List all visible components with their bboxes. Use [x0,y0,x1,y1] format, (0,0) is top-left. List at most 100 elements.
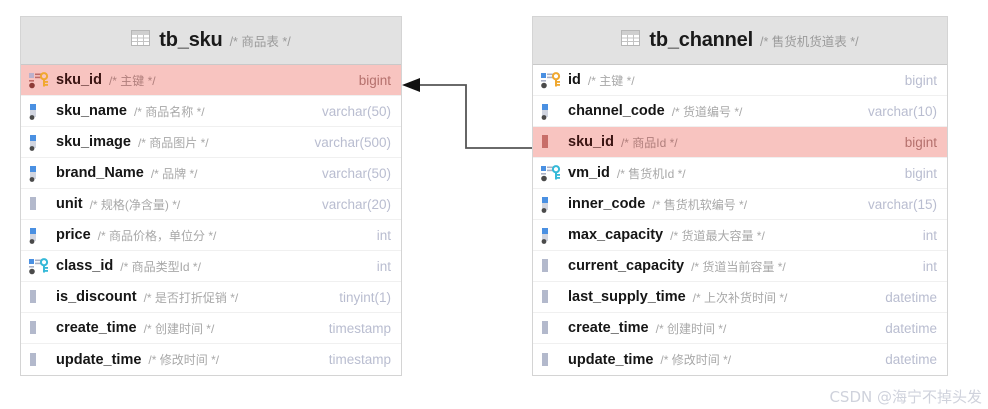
column-row-max_capacity[interactable]: max_capacity /* 货道最大容量 */ int [533,220,947,251]
primary-key-icon [28,71,50,89]
column-row-current_capacity[interactable]: current_capacity/* 货道当前容量 */int [533,251,947,282]
column-type: int [922,258,937,274]
column-row-sku_image[interactable]: sku_image/* 商品图片 */varchar(500) [21,127,401,158]
column-row-price[interactable]: price /* 商品价格，单位分 */ int [21,220,401,251]
column-row-class_id[interactable]: class_id /* 商品类型Id */ int [21,251,401,282]
column-comment: /* 修改时间 */ [660,353,732,367]
column-name: last_supply_time [568,289,686,305]
primary-key-icon [540,71,562,89]
column-list: id /* 主键 */ bigint channel_code /* 货道编号 */ va… [533,65,947,375]
column-comment: /* 售货机Id */ [616,166,686,181]
column-name: brand_Name [56,165,144,181]
column-name: is_discount [56,289,137,305]
column-type: varchar(50) [321,165,391,181]
column-name: sku_name [56,103,127,119]
index-key-icon [540,164,562,182]
column-comment: /* 创建时间 */ [655,321,727,336]
column-name: create_time [568,320,649,336]
column-row-update_time[interactable]: update_time /* 修改时间 */ timestamp [21,344,401,375]
column-row-update_time[interactable]: update_time/* 修改时间 */datetime [533,344,947,375]
column-type: varchar(15) [867,196,937,212]
column-name: update_time [56,351,142,368]
column-type: datetime [885,289,937,305]
column-icon [540,351,562,369]
column-comment: /* 商品价格，单位分 */ [97,228,217,243]
column-not-null-icon [28,102,50,120]
table-grid-icon [131,30,151,51]
table-title: tb_channel [649,29,753,51]
column-row-create_time[interactable]: create_time /* 创建时间 */ datetime [533,313,947,344]
column-type: int [376,227,391,243]
column-comment: /* 货道编号 */ [671,104,743,119]
column-name: current_capacity [568,258,685,274]
column-row-sku_id[interactable]: sku_id /* 主键 */ bigint [21,65,401,96]
column-comment: /* 商品Id */ [620,135,678,150]
column-comment: /* 规格(净含量) */ [89,197,181,212]
table-header: tb_sku /* 商品表 */ [21,17,401,65]
column-name: create_time [56,320,137,336]
column-comment: /* 主键 */ [587,73,635,88]
column-row-channel_code[interactable]: channel_code /* 货道编号 */ varchar(10) [533,96,947,127]
column-row-inner_code[interactable]: inner_code/* 售货机软编号 */varchar(15) [533,189,947,220]
column-comment: /* 商品名称 */ [133,104,205,119]
column-row-sku_id[interactable]: sku_id /* 商品Id */ bigint [533,127,947,158]
column-type: varchar(500) [314,134,391,150]
column-not-null-icon [540,226,562,244]
column-comment: /* 是否打折促销 */ [143,290,239,305]
column-name: max_capacity [568,227,664,243]
column-comment: /* 修改时间 */ [148,353,220,367]
column-type: tinyint(1) [339,289,391,305]
column-icon [540,133,562,151]
column-row-last_supply_time[interactable]: last_supply_time /* 上次补货时间 */ datetime [533,282,947,313]
column-name: sku_id [568,134,614,150]
column-row-id[interactable]: id/* 主键 */bigint [533,65,947,96]
column-name: class_id [56,258,114,274]
table-header: tb_channel /* 售货机货道表 */ [533,17,947,65]
column-comment: /* 商品类型Id */ [120,259,201,274]
column-comment: /* 上次补货时间 */ [692,290,788,305]
column-type: timestamp [328,352,391,367]
column-type: varchar(10) [867,103,937,119]
column-not-null-icon [28,133,50,151]
column-icon [540,257,562,275]
column-row-create_time[interactable]: create_time/* 创建时间 */timestamp [21,313,401,344]
column-type: bigint [358,72,391,88]
column-row-vm_id[interactable]: vm_id/* 售货机Id */bigint [533,158,947,189]
column-name: update_time [568,351,654,368]
column-name: id [568,72,581,88]
column-icon [28,195,50,213]
column-name: sku_id [56,72,102,88]
column-name: vm_id [568,165,610,181]
column-row-sku_name[interactable]: sku_name/* 商品名称 */varchar(50) [21,96,401,127]
table-title: tb_sku [159,29,223,51]
column-not-null-icon [28,164,50,182]
column-type: int [376,258,391,274]
column-not-null-icon [540,102,562,120]
column-type: int [922,227,937,243]
table-grid-icon [621,30,641,51]
column-comment: /* 商品图片 */ [137,135,209,150]
column-row-is_discount[interactable]: is_discount /* 是否打折促销 */ tinyint(1) [21,282,401,313]
column-type: bigint [904,134,937,150]
column-icon [28,288,50,306]
watermark: CSDN @海宁不掉头发 [829,388,982,406]
column-row-brand_Name[interactable]: brand_Name /* 品牌 */ varchar(50) [21,158,401,189]
column-comment: /* 货道最大容量 */ [670,228,765,243]
table-comment: /* 商品表 */ [229,35,291,49]
table-node-tb_channel[interactable]: tb_channel /* 售货机货道表 */ id /* 主键 */ bigint… [532,16,948,376]
column-row-unit[interactable]: unit/* 规格(净含量) */varchar(20) [21,189,401,220]
column-name: price [56,227,91,243]
column-name: inner_code [568,196,646,212]
column-icon [28,319,50,337]
column-comment: /* 品牌 */ [150,166,198,181]
column-icon [28,351,50,369]
column-comment: /* 主键 */ [108,73,156,88]
column-type: datetime [885,320,937,336]
column-icon [540,319,562,337]
column-name: channel_code [568,103,665,119]
column-not-null-icon [28,226,50,244]
column-icon [540,288,562,306]
column-type: varchar(20) [321,196,391,212]
